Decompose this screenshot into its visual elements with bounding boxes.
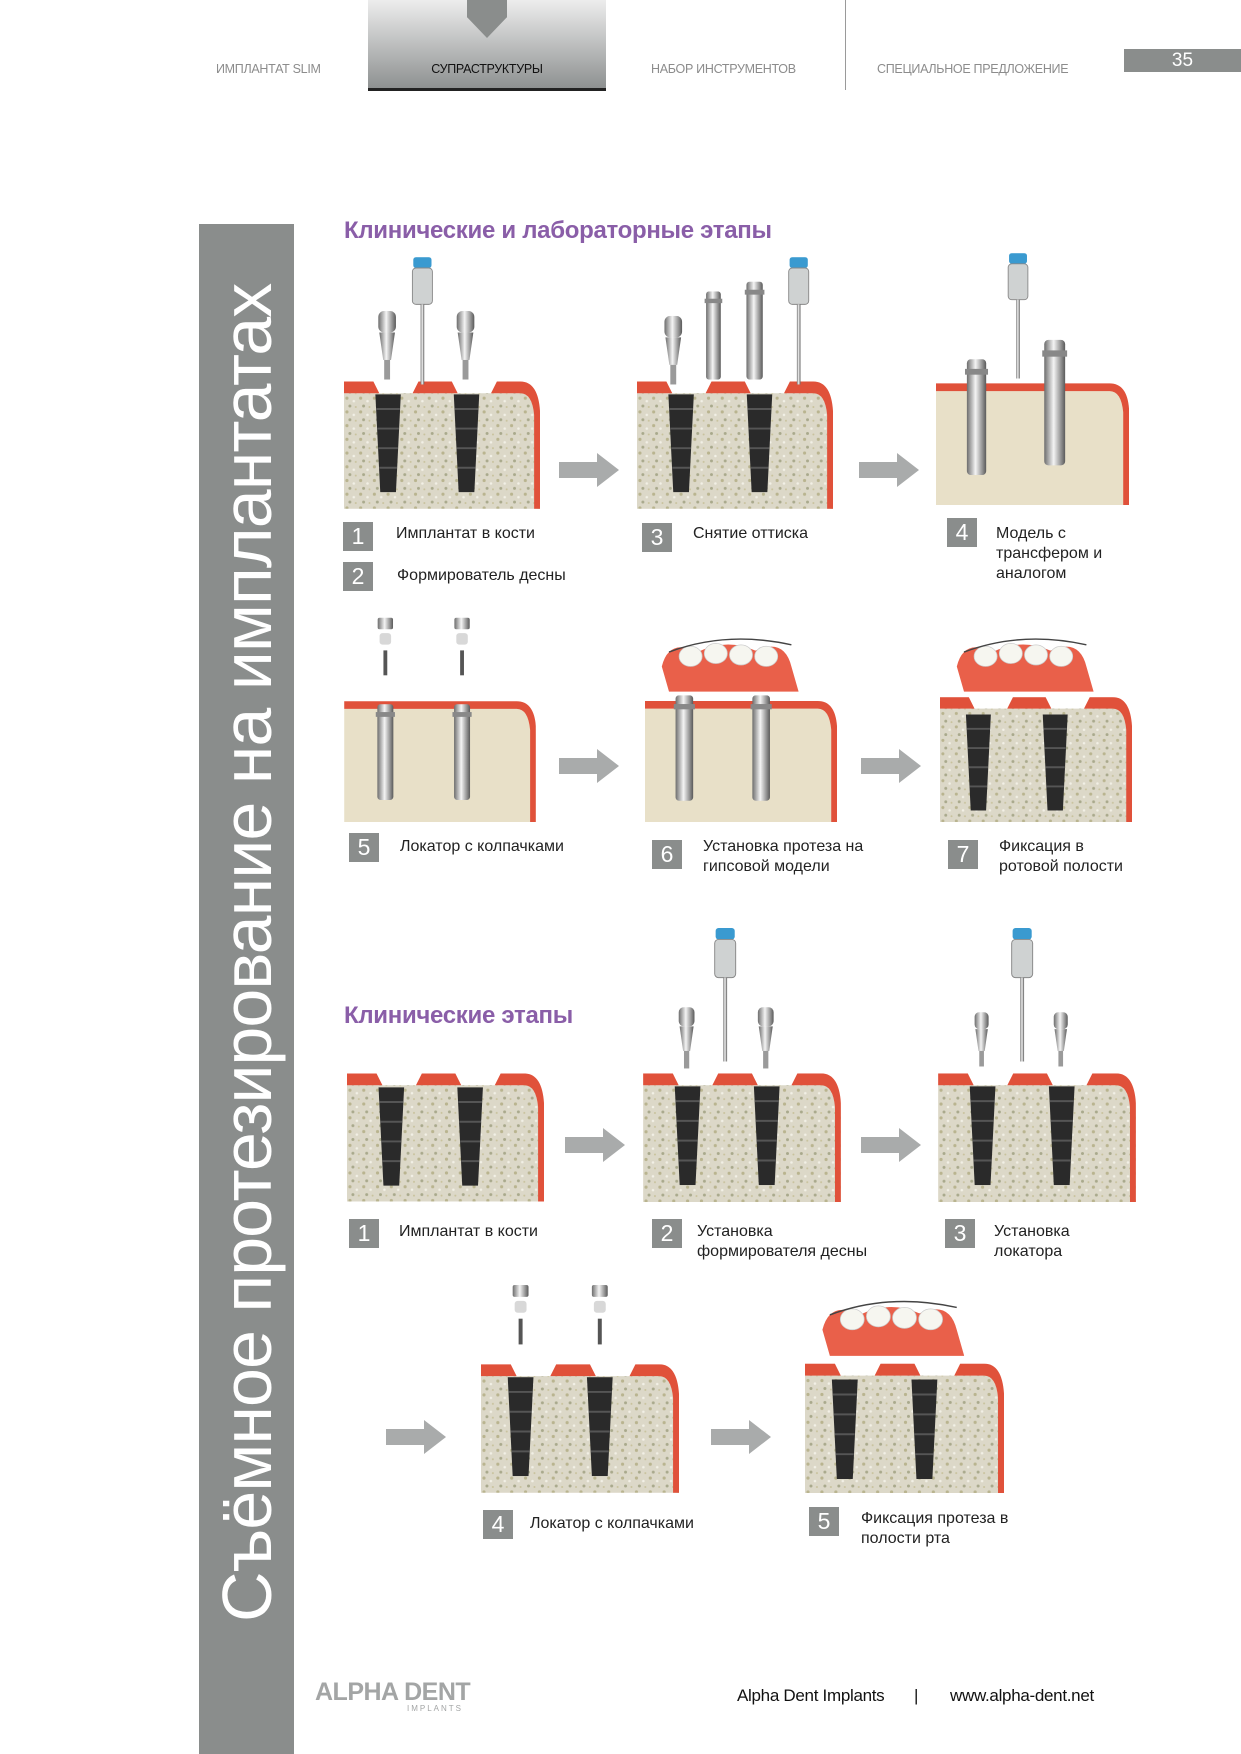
arrow-right-icon bbox=[861, 749, 921, 783]
nav-tab-label: СУПРАСТРУКТУРЫ bbox=[431, 62, 543, 76]
step-number: 7 bbox=[948, 840, 978, 869]
step-caption: Установка протеза на гипсовой модели bbox=[703, 838, 864, 875]
step-caption: Установка локатора bbox=[994, 1223, 1070, 1260]
step-number: 4 bbox=[947, 518, 977, 547]
illustration-healer-installation bbox=[643, 928, 841, 1202]
step-number: 3 bbox=[945, 1219, 975, 1248]
sidebar-title: Съёмное протезирование на имплантатах bbox=[208, 283, 286, 1622]
step-number: 2 bbox=[652, 1219, 682, 1248]
step-number: 2 bbox=[343, 562, 373, 591]
section-title-clinical: Клинические этапы bbox=[344, 1002, 573, 1029]
section-title-clinical-lab: Клинические и лабораторные этапы bbox=[344, 217, 772, 244]
illustration-locator-with-caps-model bbox=[344, 617, 536, 822]
footer-separator: | bbox=[914, 1686, 919, 1705]
nav-tab-special-offer[interactable]: СПЕЦИАЛЬНОЕ ПРЕДЛОЖЕНИЕ bbox=[877, 62, 1069, 76]
illustration-fixation-in-mouth bbox=[940, 638, 1132, 822]
step-number: 5 bbox=[809, 1507, 839, 1536]
arrow-right-icon bbox=[559, 749, 619, 783]
illustration-denture-on-plaster-model bbox=[645, 638, 837, 822]
footer-company: Alpha Dent Implants bbox=[737, 1686, 885, 1705]
step-number: 4 bbox=[483, 1510, 513, 1539]
step-caption: Имплантат в кости bbox=[396, 525, 535, 542]
illustration-implant-in-bone bbox=[347, 1073, 544, 1202]
arrow-right-icon bbox=[859, 453, 919, 487]
illustration-impression-taking bbox=[637, 257, 833, 509]
step-caption: Фиксация в ротовой полости bbox=[999, 838, 1123, 875]
arrow-right-icon bbox=[711, 1420, 771, 1454]
step-caption: Локатор с колпачками bbox=[400, 838, 564, 855]
page-number: 35 bbox=[1124, 49, 1241, 72]
logo-subtitle: IMPLANTS bbox=[407, 1704, 464, 1713]
illustration-locator-with-caps bbox=[481, 1285, 679, 1493]
sidebar: Съёмное протезирование на имплантатах bbox=[199, 224, 294, 1754]
step-number: 6 bbox=[652, 840, 682, 869]
step-caption: Снятие оттиска bbox=[693, 525, 809, 542]
arrow-right-icon bbox=[565, 1128, 625, 1162]
logo: ALPHA DENT bbox=[315, 1678, 471, 1706]
step-number: 1 bbox=[349, 1219, 379, 1248]
step-caption: Установка формирователя десны bbox=[697, 1223, 868, 1260]
step-caption: Модель с трансфером и аналогом bbox=[996, 525, 1103, 582]
nav-tab-implant-slim[interactable]: ИМПЛАНТАТ SLIM bbox=[216, 62, 321, 76]
illustration-denture-fixation bbox=[805, 1300, 1004, 1493]
step-number: 5 bbox=[349, 833, 379, 862]
illustration-locator-installation bbox=[938, 928, 1136, 1202]
step-caption: Имплантат в кости bbox=[399, 1223, 538, 1240]
step-caption: Формирователь десны bbox=[397, 567, 566, 584]
step-caption: Локатор с колпачками bbox=[530, 1515, 694, 1532]
step-caption: Фиксация протеза в полости рта bbox=[861, 1510, 1009, 1547]
arrow-right-icon bbox=[386, 1420, 446, 1454]
footer-website-link[interactable]: www.alpha-dent.net bbox=[950, 1686, 1094, 1705]
illustration-implant-in-bone-with-healers bbox=[344, 257, 540, 509]
illustration-model-with-transfer bbox=[936, 253, 1129, 505]
arrow-right-icon bbox=[559, 453, 619, 487]
step-number: 3 bbox=[642, 523, 672, 552]
step-number: 1 bbox=[343, 522, 373, 551]
nav-tab-instrument-kit[interactable]: НАБОР ИНСТРУМЕНТОВ bbox=[651, 62, 796, 76]
nav-divider bbox=[845, 0, 846, 90]
arrow-right-icon bbox=[861, 1128, 921, 1162]
